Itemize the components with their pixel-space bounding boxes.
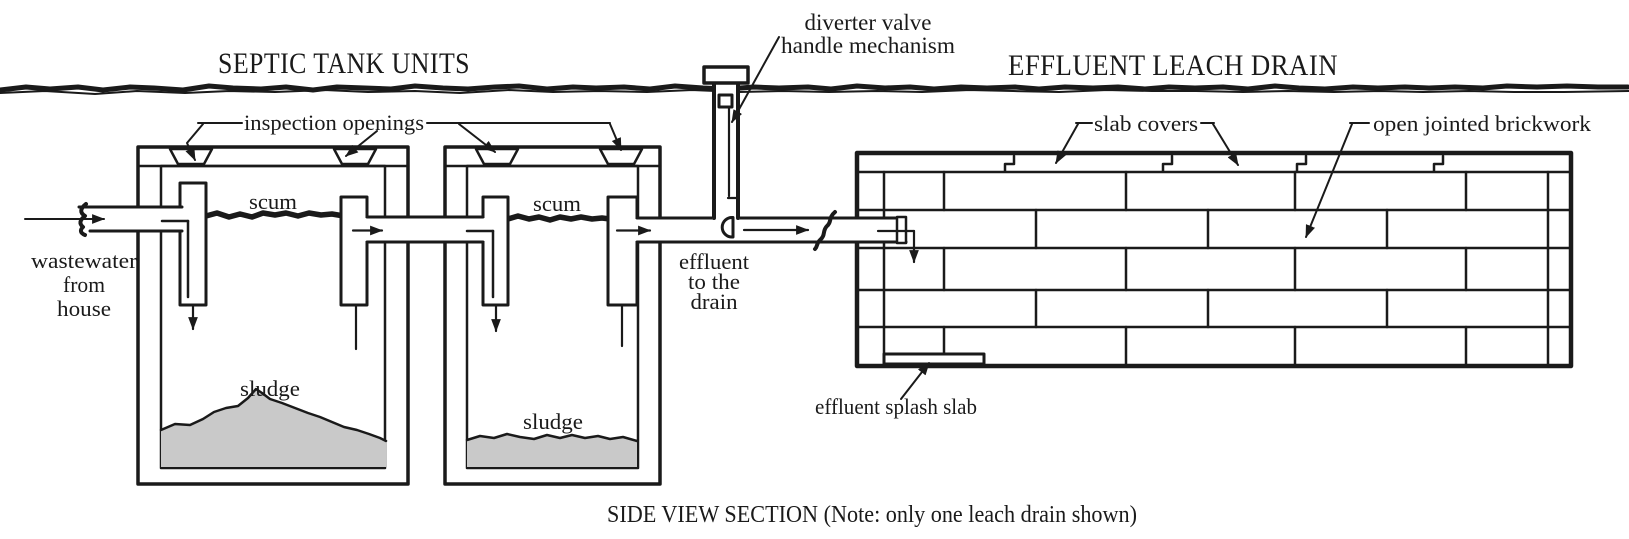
- valve-cap: [702, 65, 750, 85]
- effluent-leach-drain-title: EFFLUENT LEACH DRAIN: [1008, 49, 1338, 82]
- tank2-inlet-baffle: [481, 195, 510, 307]
- tank2-sludge-label: sludge: [523, 409, 583, 434]
- leader-slab-covers-right: [1212, 123, 1239, 166]
- septic-tank-1: [136, 145, 410, 486]
- leader-slab-covers-left: [1055, 123, 1079, 164]
- effluent-splash-slab-label: effluent splash slab: [815, 394, 977, 419]
- drain-drop-arrow: [876, 229, 919, 264]
- tank1-inlet-baffle: [178, 181, 208, 307]
- tank2-outer-wall: [443, 145, 662, 486]
- tank1-sludge-label: sludge: [240, 376, 300, 401]
- inlet-pipe-from-house: [24, 202, 200, 299]
- wastewater-label-line3: house: [57, 296, 111, 321]
- drain-side-walls: [882, 170, 1550, 368]
- slab-covers-label: slab covers: [1094, 111, 1198, 136]
- tank2-sludge: [465, 432, 639, 467]
- diverter-valve-label-line1: diverter valve: [805, 10, 932, 35]
- caption: SIDE VIEW SECTION (Note: only one leach …: [607, 502, 1137, 528]
- tank1-scum-layer: [203, 210, 347, 220]
- tank2-inspection-opening-hatches: [474, 147, 644, 166]
- effluent-to-drain-label-line1: effluent: [679, 249, 749, 274]
- tank1-sludge: [159, 387, 388, 467]
- effluent-to-drain-label-line2: to the: [688, 269, 740, 294]
- tank1-to-tank2-pipe: [351, 215, 495, 299]
- leader-tank2-opening1: [458, 123, 496, 153]
- drain-outer-shell: [854, 150, 1574, 369]
- pipe-break-mark: [813, 210, 837, 251]
- diverter-valve: [702, 65, 750, 239]
- tank1-scum-label: scum: [249, 189, 297, 214]
- pipe-break-mark: [78, 202, 88, 237]
- tank2-scum-label: scum: [533, 191, 581, 216]
- slab-cover-joints: [1003, 154, 1445, 173]
- drain-brick-joints: [942, 170, 1468, 368]
- ground-line: [0, 83, 1629, 95]
- wastewater-label-line1: wastewater: [31, 248, 138, 273]
- tank2-outlet-baffle: [606, 195, 639, 307]
- leader-tank2-opening2: [609, 123, 622, 151]
- leader-tank1-opening2: [345, 130, 378, 157]
- tank1-outlet-baffle: [339, 195, 369, 307]
- effluent-to-drain-label-line3: drain: [691, 289, 738, 314]
- tank1-inlet-tee-lines: [160, 219, 190, 299]
- tank2-to-drain-pipe: [615, 210, 919, 264]
- tank1-inner-wall: [159, 164, 387, 470]
- diverter-valve-label-line2: handle mechanism: [781, 33, 955, 58]
- wastewater-label-line2: from: [63, 272, 105, 297]
- drain-brick-courses: [857, 208, 1571, 329]
- diagram-text: SEPTIC TANK UNITS EFFLUENT LEACH DRAIN d…: [31, 10, 1591, 528]
- tank2-inner-wall: [465, 164, 640, 470]
- inspection-openings-label: inspection openings: [244, 110, 424, 135]
- septic-tank-units-title: SEPTIC TANK UNITS: [218, 47, 470, 80]
- leader-diverter-valve: [731, 36, 780, 123]
- septic-tank-2: [443, 145, 662, 486]
- open-jointed-brickwork-label: open jointed brickwork: [1373, 111, 1591, 136]
- valve-handle: [717, 93, 734, 109]
- leader-splash-slab: [900, 362, 930, 400]
- leader-brickwork: [1305, 123, 1353, 239]
- tank2-scum-layer: [505, 213, 613, 223]
- leader-tank1-opening1: [185, 123, 204, 161]
- effluent-leach-drain: [854, 150, 1574, 369]
- tank2-inlet-tee-lines: [465, 229, 495, 299]
- effluent-splash-slab: [882, 352, 986, 366]
- valve-gate: [720, 215, 735, 239]
- leader-lines: [185, 36, 1370, 400]
